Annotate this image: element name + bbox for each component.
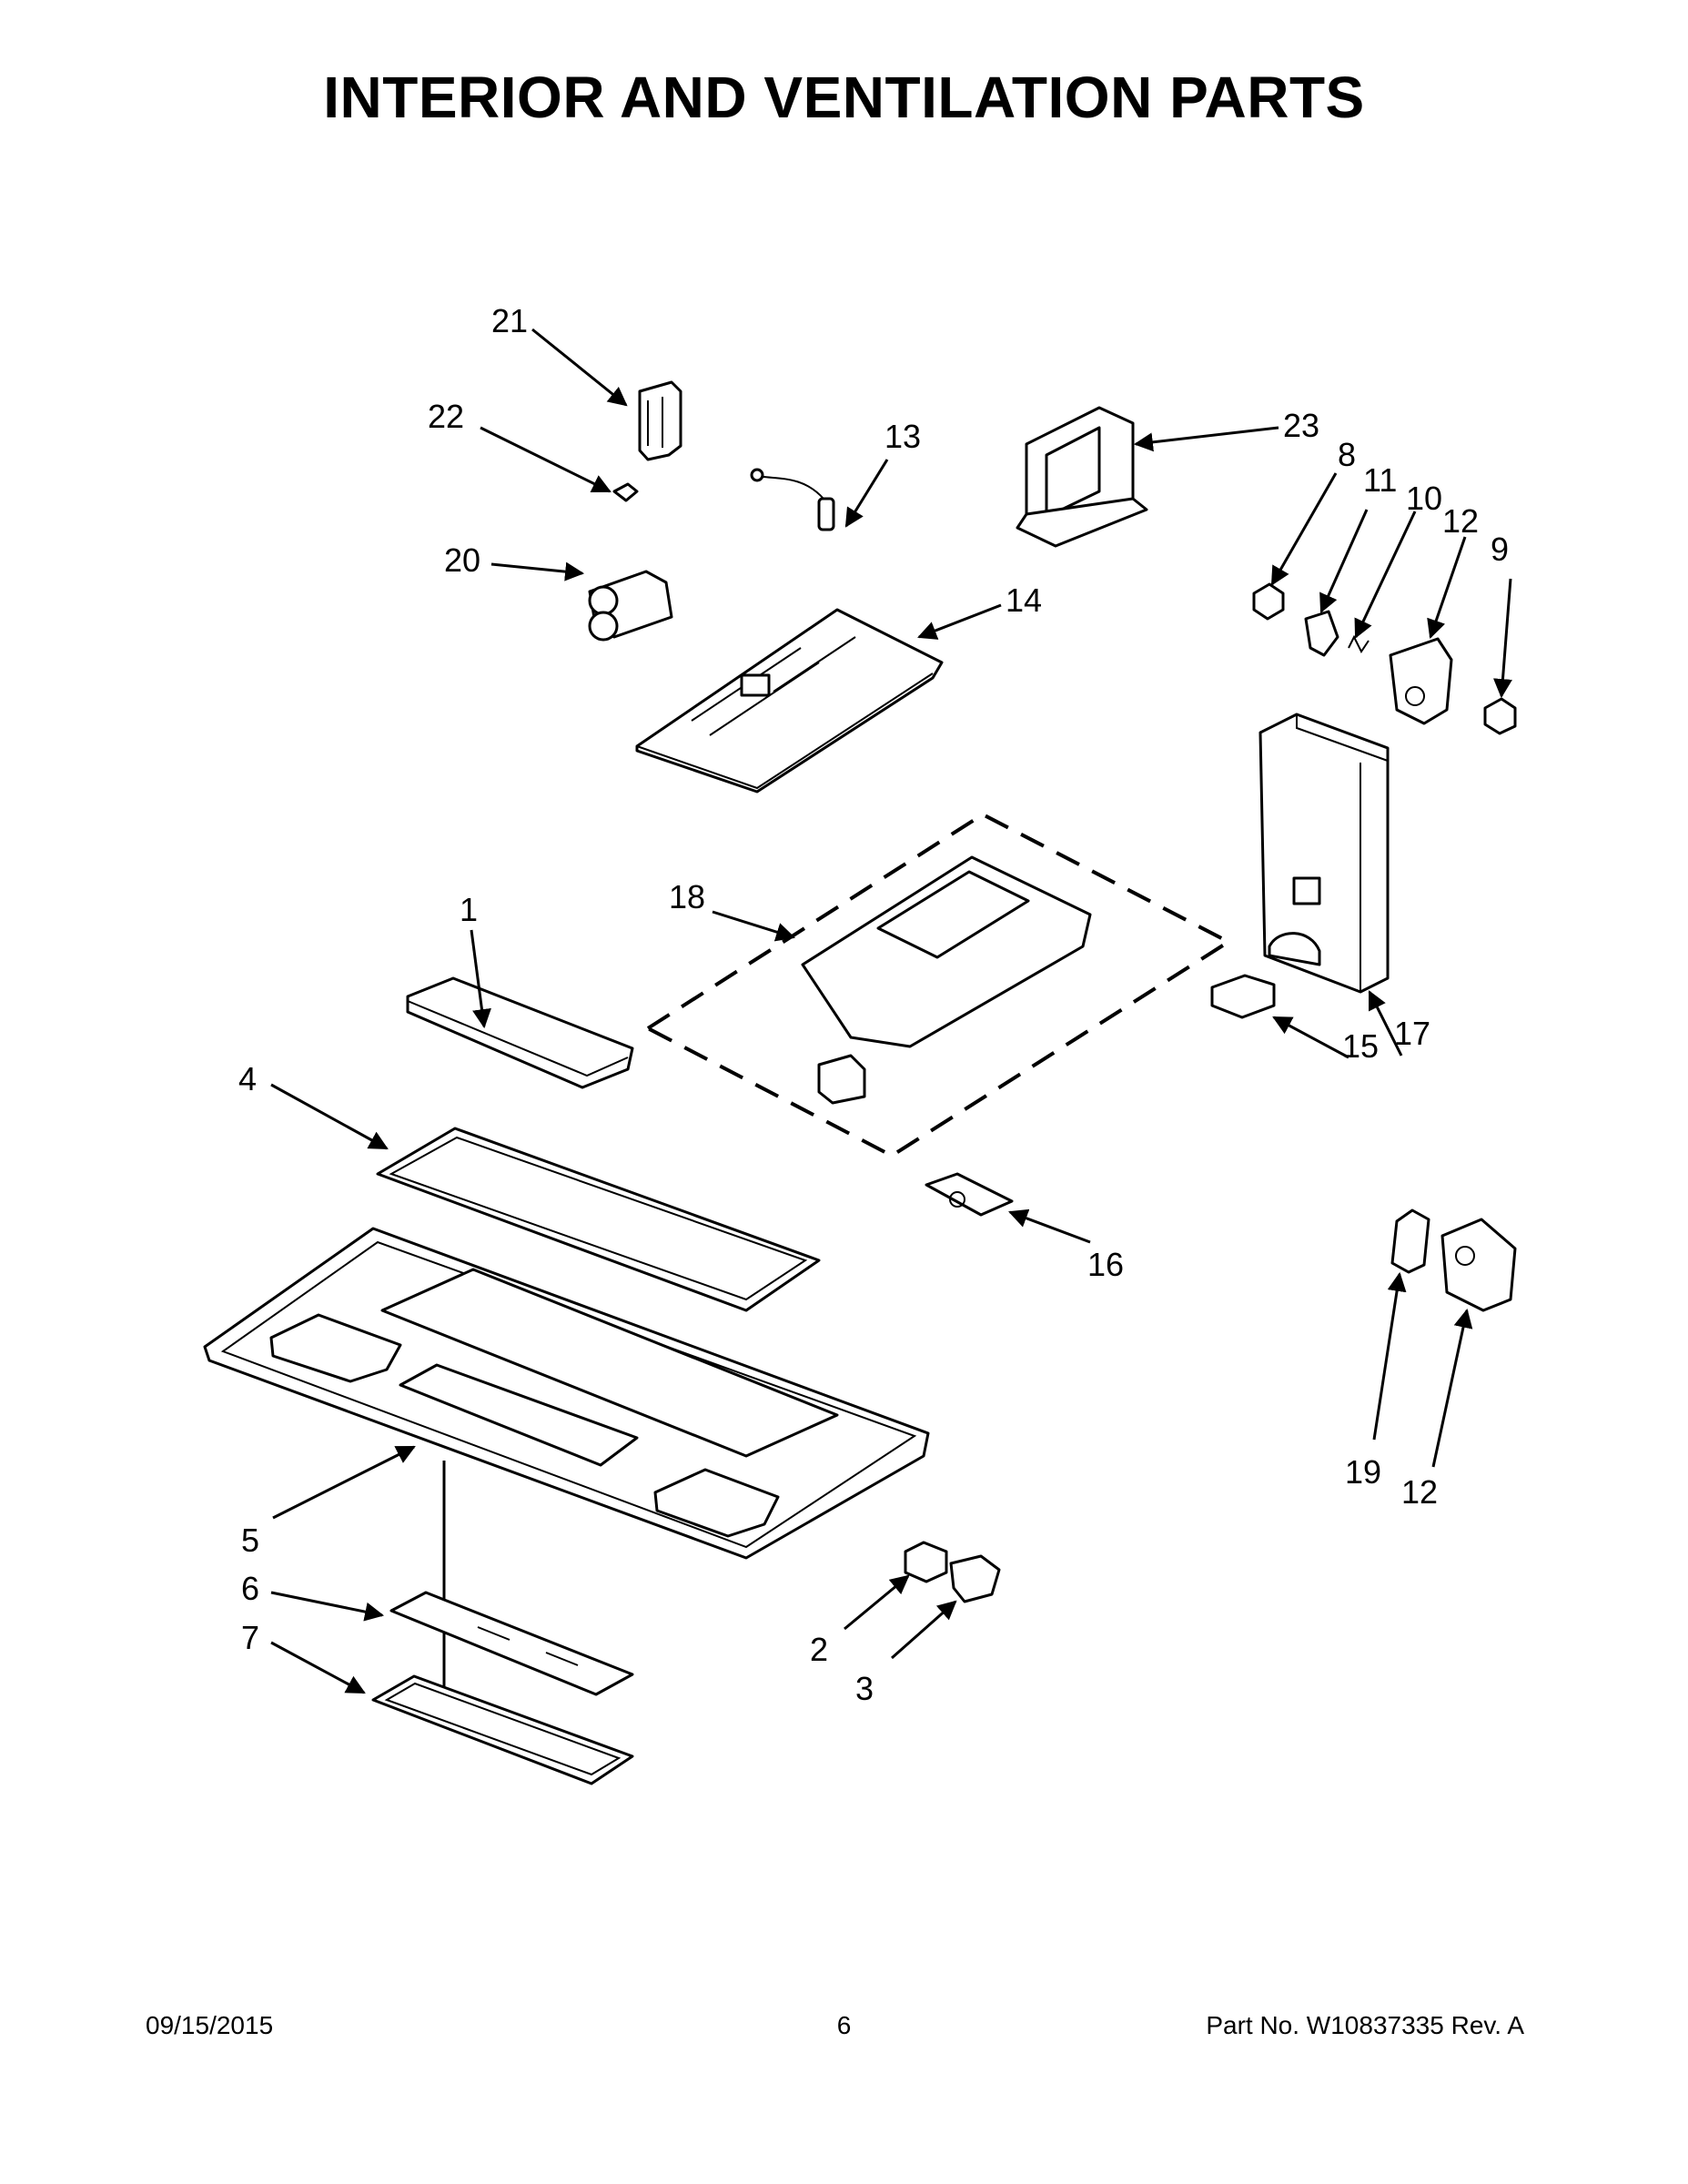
callout-8: 8 <box>1338 436 1356 473</box>
part-17-duct <box>1258 713 1390 994</box>
part-13-wire-lead <box>750 468 835 531</box>
part-23-transformer <box>1016 406 1148 548</box>
part-8-switch <box>1252 582 1285 621</box>
callout-17: 17 <box>1394 1015 1430 1052</box>
callout-14: 14 <box>1006 581 1042 619</box>
part-22-clip <box>612 482 639 502</box>
callout-18: 18 <box>669 878 705 915</box>
part-18-blower-kit <box>644 812 1233 1158</box>
part-12-latch-assembly-lower <box>1440 1218 1517 1312</box>
part-20-capacitor <box>588 570 673 642</box>
part-11-actuator <box>1304 610 1339 657</box>
callout-10: 10 <box>1406 480 1442 517</box>
callout-11: 11 <box>1363 461 1397 499</box>
callout-5: 5 <box>241 1522 259 1559</box>
leader-lines <box>270 328 1512 1694</box>
part-14-mounting-plate <box>635 608 944 794</box>
part-2-socket <box>904 1541 948 1583</box>
callout-4: 4 <box>238 1060 257 1097</box>
part-6-charcoal-filter <box>389 1591 634 1696</box>
part-10-spring <box>1348 634 1370 653</box>
footer-page-number: 6 <box>836 2011 852 2039</box>
part-9-switch <box>1483 697 1517 735</box>
part-3-bulb-holder <box>949 1554 1001 1603</box>
part-12-latch-assembly-upper <box>1389 637 1453 725</box>
callout-12-lower: 12 <box>1401 1473 1438 1511</box>
page-title: INTERIOR AND VENTILATION PARTS <box>323 65 1365 130</box>
part-5-bottom-plate <box>203 1227 930 1560</box>
callout-13: 13 <box>884 418 921 455</box>
footer-part-number: Part No. W10837335 Rev. A <box>1206 2011 1524 2039</box>
callout-3: 3 <box>855 1670 874 1707</box>
callout-1: 1 <box>460 891 478 928</box>
part-7-filter-holder <box>371 1674 634 1785</box>
callout-2: 2 <box>810 1631 828 1668</box>
callout-21: 21 <box>491 302 528 339</box>
callout-20: 20 <box>444 541 480 579</box>
part-4-filter-frame <box>376 1127 821 1312</box>
callout-12-upper: 12 <box>1442 502 1479 540</box>
callout-19: 19 <box>1345 1453 1381 1491</box>
part-19-switch <box>1390 1208 1430 1274</box>
part-1-light-lens <box>406 976 634 1089</box>
callout-22: 22 <box>428 398 464 435</box>
part-16-sensor <box>925 1172 1014 1217</box>
callout-9: 9 <box>1491 531 1509 568</box>
callout-16: 16 <box>1087 1246 1124 1283</box>
callout-7: 7 <box>241 1619 259 1656</box>
part-21-bracket <box>638 380 682 461</box>
callout-15: 15 <box>1342 1027 1379 1065</box>
part-15-filter-block <box>1210 974 1276 1019</box>
callout-6: 6 <box>241 1570 259 1607</box>
callout-23: 23 <box>1283 407 1319 444</box>
footer-date: 09/15/2015 <box>146 2011 274 2039</box>
